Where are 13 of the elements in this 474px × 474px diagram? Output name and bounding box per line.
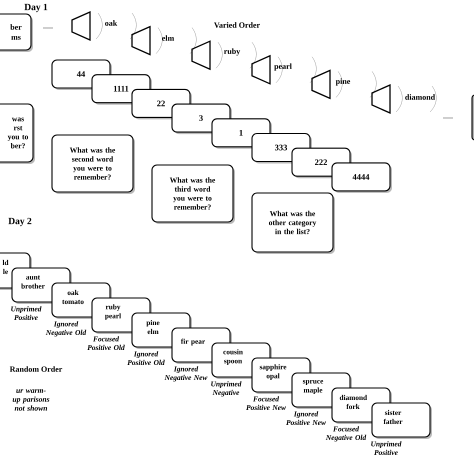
word-label: diamond bbox=[405, 94, 436, 100]
day-heading: Day 1 bbox=[24, 4, 48, 12]
word-label: pine bbox=[336, 78, 350, 86]
word-label: oak bbox=[105, 20, 118, 26]
order-label: Varied Order bbox=[214, 22, 260, 28]
card: ber ms bbox=[0, 13, 33, 52]
order-label: Random Order bbox=[10, 366, 62, 372]
word-label: ruby bbox=[224, 48, 240, 56]
day-heading: Day 2 bbox=[8, 218, 32, 226]
word-label: pearl bbox=[274, 63, 292, 71]
word-label: elm bbox=[162, 35, 174, 41]
box bbox=[471, 94, 474, 141]
number-card: 4444 bbox=[331, 162, 392, 193]
